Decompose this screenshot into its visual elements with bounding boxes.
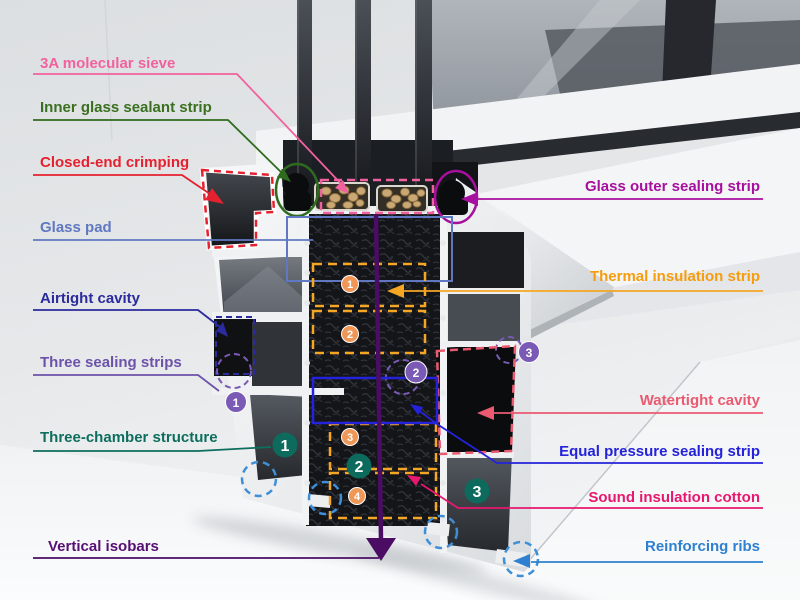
chamber-number-1: 1 bbox=[281, 438, 290, 455]
open-chamber-left bbox=[219, 256, 307, 320]
label-watertight-cavity: Watertight cavity bbox=[640, 392, 761, 409]
web-left-column bbox=[302, 213, 309, 525]
flank-bottom-rail bbox=[505, 290, 614, 350]
web-horizontal bbox=[212, 250, 307, 257]
web-horizontal bbox=[440, 341, 518, 347]
glass-pad-box bbox=[286, 216, 453, 282]
isobar-arrow-head bbox=[366, 538, 396, 561]
label-3a-molecular-sieve: 3A molecular sieve bbox=[40, 55, 175, 72]
chamber-badge-3 bbox=[464, 478, 490, 504]
label-sound-insulation-cotton: Sound insulation cotton bbox=[588, 489, 760, 506]
insulation-number-3: 3 bbox=[347, 432, 353, 444]
arrow-airtight bbox=[216, 322, 228, 337]
leader-crimping bbox=[33, 174, 211, 195]
leader-sealing-strips bbox=[33, 374, 220, 392]
arrow-inner-sealant bbox=[277, 169, 291, 182]
label-glass-outer-sealing: Glass outer sealing strip bbox=[585, 178, 760, 195]
insulation-number-2: 2 bbox=[347, 329, 353, 341]
label-airtight-cavity: Airtight cavity bbox=[40, 290, 141, 307]
background-mullion bbox=[662, 0, 716, 93]
leader-molecular-sieve bbox=[33, 73, 346, 189]
labels-left: 3A molecular sieve Inner glass sealant s… bbox=[40, 55, 218, 555]
watertight-cavity-area bbox=[436, 344, 516, 455]
web-right-column bbox=[440, 213, 447, 553]
arrow-thermal bbox=[387, 284, 404, 298]
chamber-funnel-highlight bbox=[224, 266, 306, 320]
molecular-sieve-granules bbox=[320, 185, 426, 209]
web-teeth bbox=[304, 240, 446, 523]
arrow-watertight bbox=[477, 406, 494, 420]
leader-equal-pressure bbox=[417, 409, 763, 464]
arrow-molecular-sieve bbox=[335, 180, 349, 194]
insulation-number-1: 1 bbox=[347, 279, 353, 291]
label-vertical-isobars: Vertical isobars bbox=[48, 538, 159, 555]
sealing-number-2: 2 bbox=[413, 366, 420, 380]
label-reinforcing-ribs: Reinforcing ribs bbox=[645, 538, 760, 555]
profile-foot bbox=[251, 481, 278, 497]
chamber-badges: 1 2 3 bbox=[272, 432, 490, 504]
label-three-sealing-strips: Three sealing strips bbox=[40, 354, 182, 371]
sealing-badges: 1 2 3 bbox=[225, 341, 540, 413]
leader-three-chamber bbox=[33, 446, 272, 452]
insulation-number-4: 4 bbox=[354, 491, 361, 503]
label-three-chamber-structure: Three-chamber structure bbox=[40, 429, 218, 446]
leader-sound-cotton bbox=[420, 483, 763, 509]
right-upper-cavity bbox=[448, 232, 524, 290]
watertight-outline bbox=[435, 344, 517, 456]
sealing-badge-3 bbox=[518, 341, 540, 363]
right-gray-chamber bbox=[448, 294, 520, 342]
sealing-badge-1 bbox=[225, 391, 247, 413]
label-closed-end-crimping: Closed-end crimping bbox=[40, 154, 189, 171]
arrow-crimping bbox=[205, 188, 224, 204]
insulation-badges: 1 2 3 4 bbox=[341, 275, 366, 505]
label-inner-glass-sealant: Inner glass sealant strip bbox=[40, 99, 212, 116]
wall-crease bbox=[104, 0, 113, 141]
profile-foot bbox=[306, 494, 331, 508]
background-frame-shadow bbox=[548, 252, 800, 324]
sealing-badge-2 bbox=[404, 360, 428, 384]
profile-shadow-right bbox=[353, 549, 607, 600]
leader-lines bbox=[33, 73, 763, 568]
chamber-number-3: 3 bbox=[473, 484, 482, 501]
glass-pane-inner bbox=[297, 0, 312, 213]
arrow-sound-cotton bbox=[407, 475, 421, 486]
insulation-badge-2 bbox=[341, 325, 359, 343]
reinforcing-rib-circles bbox=[240, 460, 540, 578]
labels-right: Glass outer sealing strip Thermal insula… bbox=[559, 178, 761, 555]
sealing-number-3: 3 bbox=[526, 346, 533, 360]
insulation-badge-3 bbox=[341, 428, 359, 446]
label-glass-pad: Glass pad bbox=[40, 219, 112, 236]
arrow-reinforcing bbox=[513, 554, 530, 568]
outer-sealing-strip bbox=[438, 180, 468, 215]
arrow-equal-pressure bbox=[410, 404, 423, 415]
mid-chamber bbox=[252, 322, 306, 386]
glass-pane-middle bbox=[355, 0, 371, 213]
chamber-badge-2 bbox=[346, 453, 372, 479]
number-badges: 1 2 3 1 2 3 4 1 2 3 bbox=[225, 275, 540, 505]
web-horizontal bbox=[212, 312, 309, 319]
label-thermal-insulation: Thermal insulation strip bbox=[590, 268, 760, 285]
isobar-arrow-shaft bbox=[373, 213, 384, 541]
label-equal-pressure-sealing: Equal pressure sealing strip bbox=[559, 443, 760, 460]
glass-streak bbox=[492, 0, 640, 128]
arrow-outer-seal bbox=[461, 192, 478, 206]
sealing-number-1: 1 bbox=[233, 396, 240, 410]
equal-pressure-box bbox=[311, 376, 439, 425]
glass-pane-outer bbox=[415, 0, 432, 214]
insulation-badge-1 bbox=[341, 275, 359, 293]
insulation-badge-4 bbox=[348, 487, 366, 505]
web-horizontal bbox=[212, 388, 344, 395]
web-horizontal bbox=[440, 452, 514, 458]
leader-airtight bbox=[33, 309, 221, 328]
airtight-outline bbox=[215, 316, 255, 375]
sill-highlight bbox=[527, 340, 800, 600]
molecular-sieve-box bbox=[319, 178, 435, 215]
profile-foot bbox=[426, 522, 450, 537]
leader-inner-sealant bbox=[33, 119, 286, 177]
chamber-number-2: 2 bbox=[355, 459, 364, 476]
chamber-badge-1 bbox=[272, 432, 298, 458]
crimping-outline bbox=[200, 168, 276, 250]
